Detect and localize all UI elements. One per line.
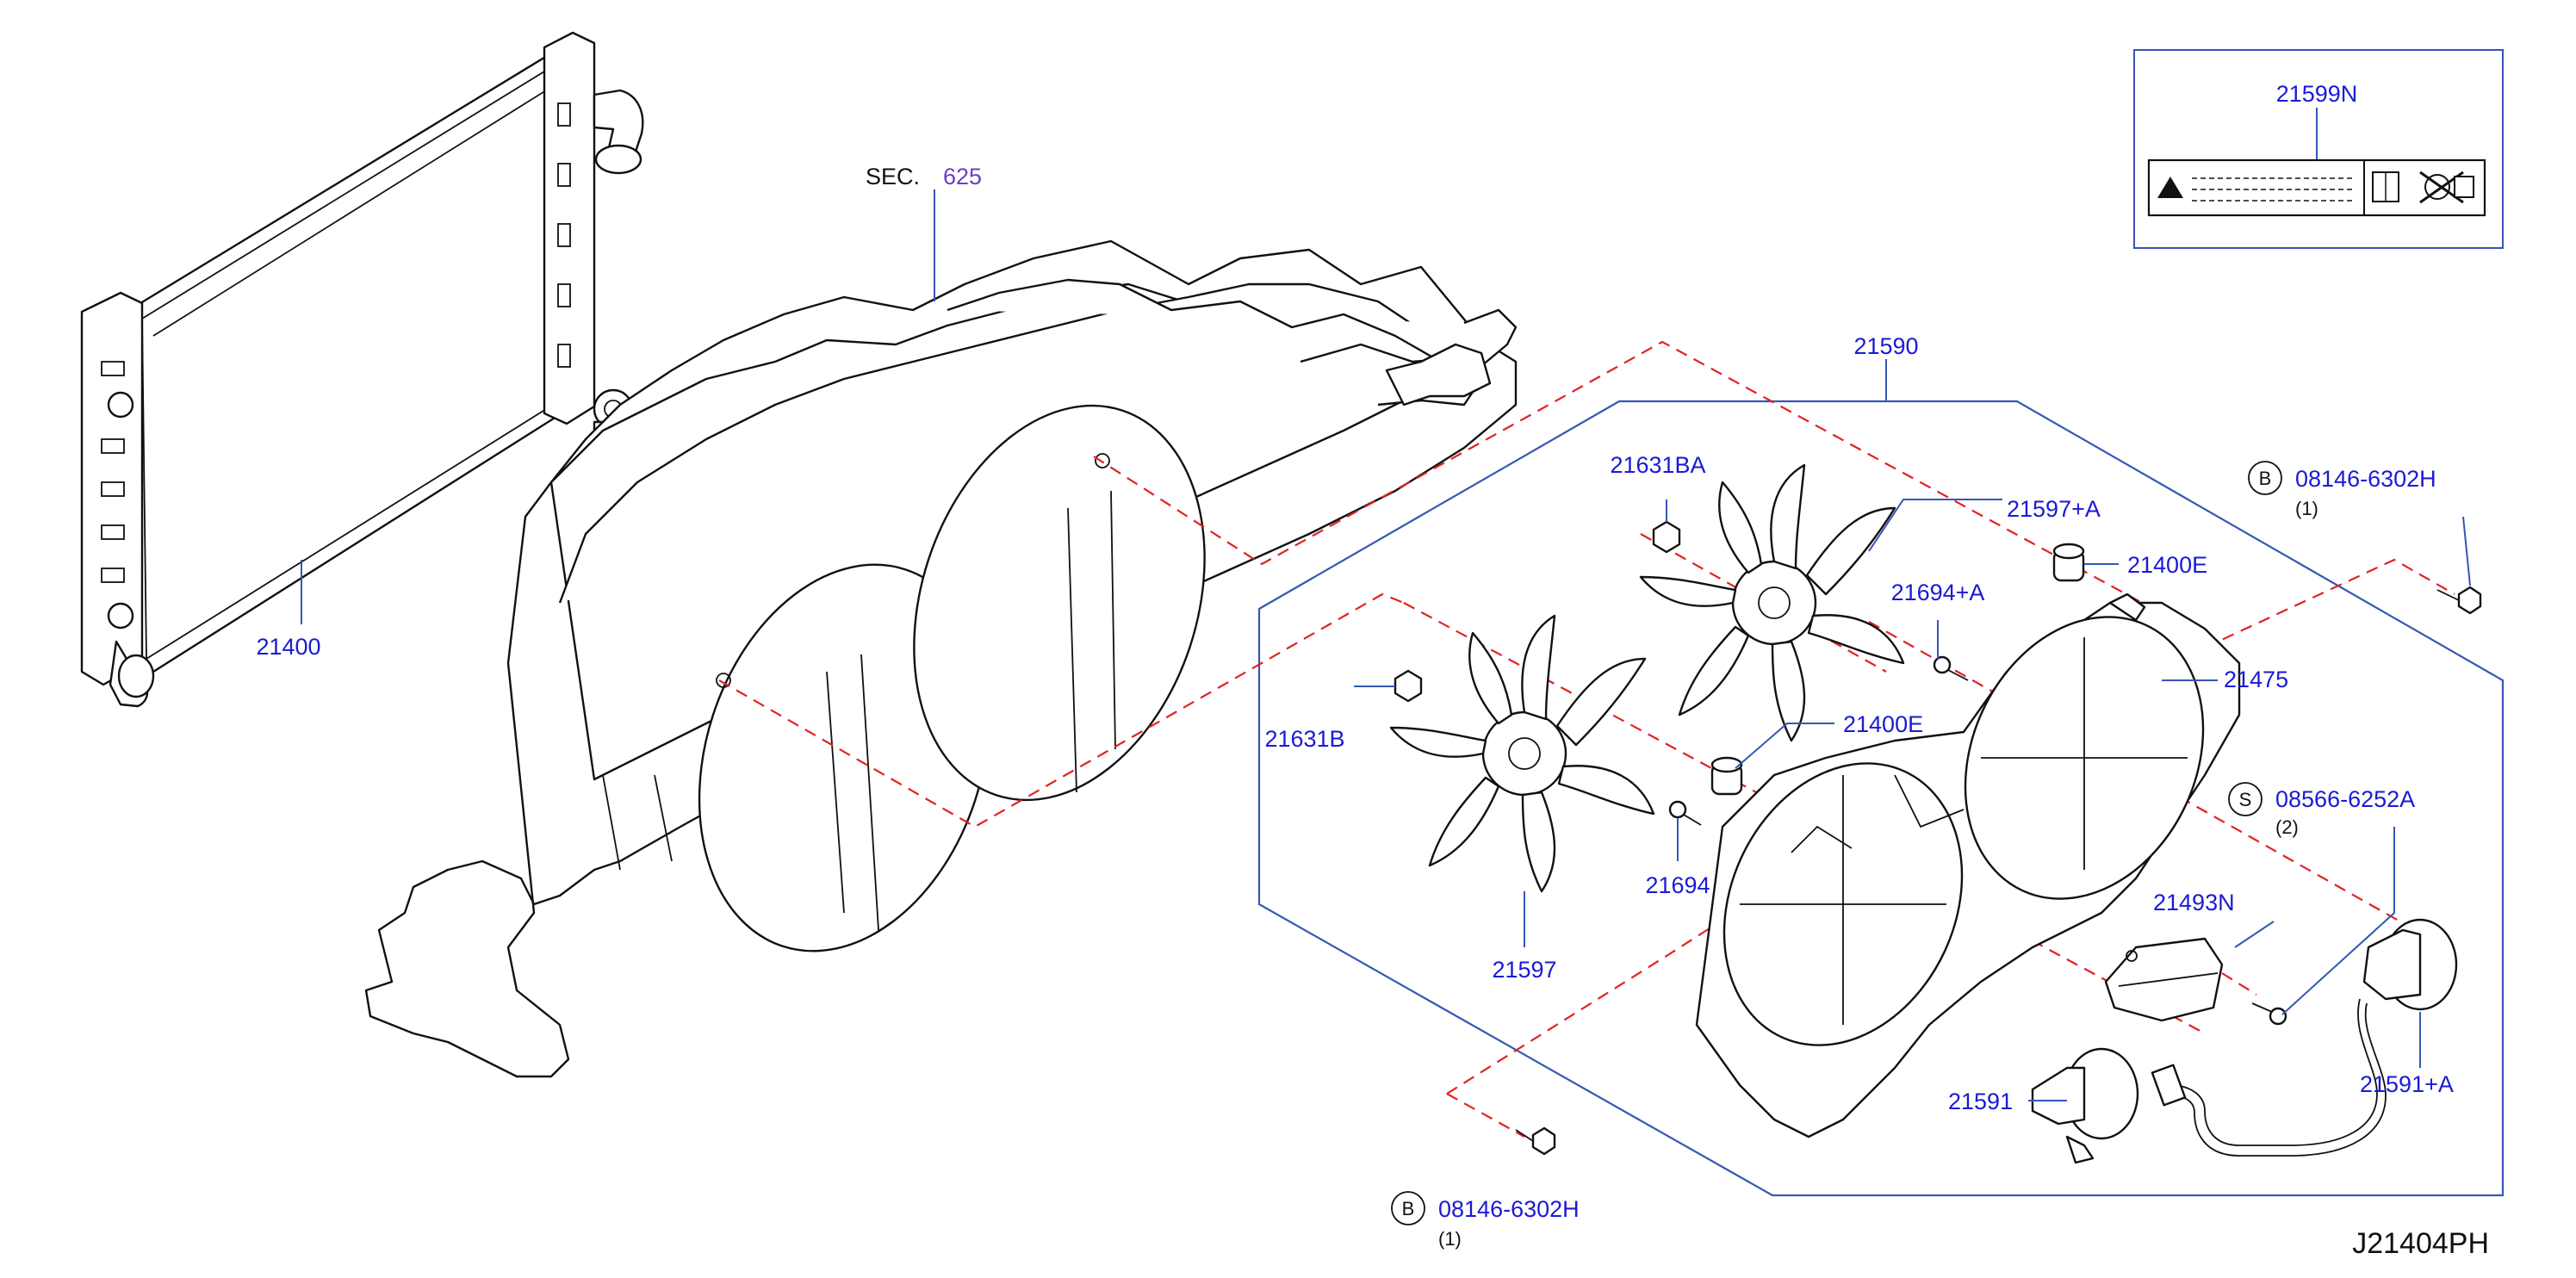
callout-bolt-bottom: B 08146-6302H (1) (1391, 1191, 1580, 1250)
radiator-core-support (364, 239, 1518, 1078)
screw-s-qty: (2) (2275, 816, 2299, 838)
label-21475: 21475 (2224, 667, 2288, 692)
label-21694: 21694 (1645, 872, 1710, 898)
screw-21694A (1933, 655, 1969, 681)
fan-assembly-boundary (1257, 400, 2505, 1197)
no-hands-fan-icon (2419, 171, 2474, 204)
bolt-top-part: 08146-6302H (2295, 466, 2436, 492)
label-21400E-lower: 21400E (1843, 711, 1923, 737)
bolt-top-symbol: B (2259, 468, 2272, 489)
caution-label-box: 21599N (2133, 49, 2504, 249)
fan-blade-lower (1389, 614, 1655, 893)
nut-21631B (1394, 669, 1423, 703)
label-21590: 21590 (1853, 333, 1918, 359)
bolt-bottom-qty: (1) (1438, 1228, 1462, 1250)
grommet-21400E-lower (1710, 756, 1743, 796)
callout-bolt-top: B 08146-6302H (1) (2248, 461, 2436, 519)
label-21591: 21591 (1948, 1089, 2013, 1114)
callout-screw-s: S 08566-6252A (2) (2228, 782, 2415, 838)
radiator (80, 31, 644, 708)
screw-s-symbol: S (2239, 789, 2252, 810)
label-21631B: 21631B (1264, 726, 1344, 752)
bolt-08146-bottom (1515, 1126, 1556, 1156)
label-21597A: 21597+A (2007, 496, 2101, 522)
label-21400E-upper: 21400E (2127, 552, 2207, 578)
bolt-bottom-part: 08146-6302H (1438, 1196, 1580, 1222)
label-21597: 21597 (1492, 957, 1556, 983)
screw-s-part: 08566-6252A (2275, 786, 2415, 812)
section-prefix: SEC. (866, 164, 920, 189)
bolt-bottom-symbol: B (1402, 1198, 1415, 1219)
fan-blade-upper (1639, 463, 1905, 742)
bolt-top-qty: (1) (2295, 498, 2318, 519)
label-21694A: 21694+A (1891, 580, 1985, 605)
label-21493N: 21493N (2153, 890, 2235, 915)
label-21400: 21400 (256, 634, 320, 660)
fan-motor-lower (2031, 1047, 2139, 1164)
section-number: 625 (943, 164, 982, 189)
label-21631BA: 21631BA (1610, 452, 1705, 478)
screw-08566 (2251, 1002, 2287, 1026)
labels: 21400 SEC. 625 21590 21631BA 21597+A 214… (256, 164, 2453, 1114)
screw-21694 (1668, 800, 1702, 826)
fan-shroud (1695, 592, 2241, 1138)
leader-lines (301, 189, 2471, 1101)
bolt-08146-top (2436, 586, 2482, 615)
grommet-21400E-upper (2052, 543, 2085, 582)
fan-motor-upper (2151, 918, 2458, 1157)
label-21599N: 21599N (2276, 81, 2358, 107)
nut-21631BA (1652, 520, 1681, 554)
diagram-code: J21404PH (2352, 1227, 2489, 1260)
fan-control-unit (2104, 937, 2224, 1022)
warning-triangle-icon (2157, 177, 2183, 198)
label-21591A: 21591+A (2360, 1071, 2454, 1097)
